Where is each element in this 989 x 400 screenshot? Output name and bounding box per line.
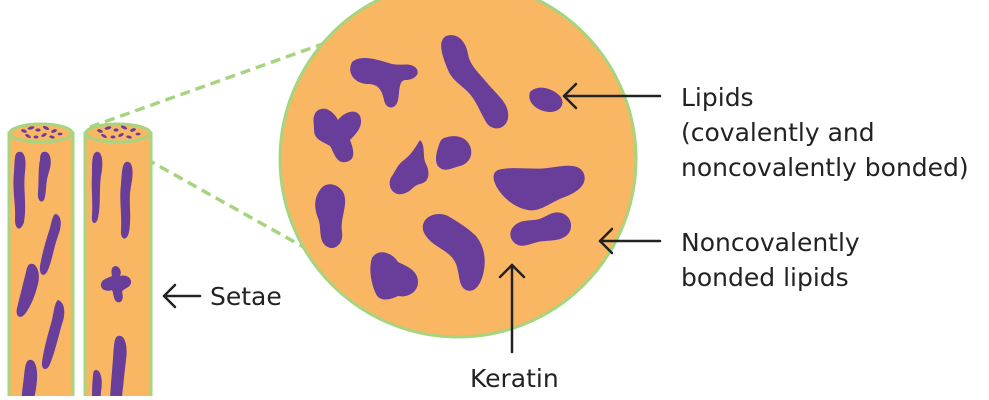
seta-rod-2-top (86, 124, 150, 142)
keratin-label: Keratin (470, 361, 559, 396)
seta-rod-1 (9, 124, 73, 396)
magnified-cross-section (280, 0, 636, 337)
setae-label: Setae (210, 279, 282, 314)
lipids-label-line3: noncovalently bonded) (681, 150, 969, 185)
noncovalent-label-line2: bonded lipids (681, 260, 860, 295)
setae-label-text: Setae (210, 279, 282, 314)
noncovalent-arrow (600, 229, 660, 253)
setae-arrow (164, 285, 200, 307)
seta-rod-1-top (10, 124, 72, 142)
seta-rod-2 (85, 124, 151, 396)
lipids-label-line1: Lipids (681, 80, 969, 115)
lipid-strand (13, 152, 25, 229)
lipids-label-line2: (covalently and (681, 115, 969, 150)
keratin-label-text: Keratin (470, 361, 559, 396)
lipid-strand (92, 370, 102, 396)
noncovalent-label-line1: Noncovalently (681, 225, 860, 260)
noncovalent-label: Noncovalently bonded lipids (681, 225, 860, 295)
lipids-label: Lipids (covalently and noncovalently bon… (681, 80, 969, 185)
